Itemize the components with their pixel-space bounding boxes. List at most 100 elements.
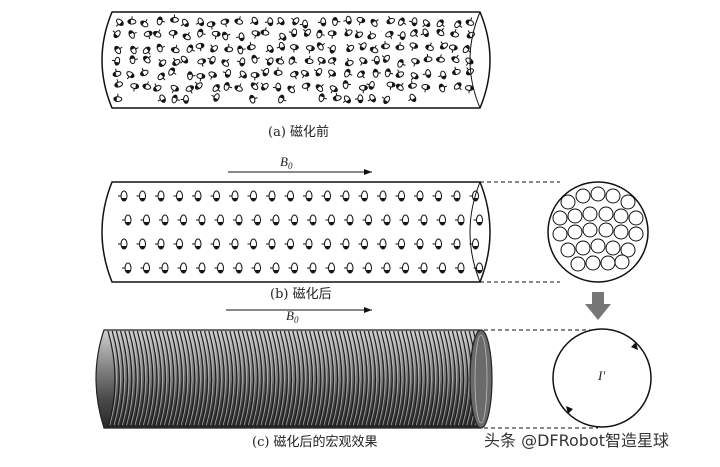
random-current-loop xyxy=(273,67,283,76)
random-current-loop xyxy=(142,46,151,55)
random-current-loop xyxy=(156,43,166,53)
random-current-loop xyxy=(395,82,404,91)
random-current-loop xyxy=(265,57,274,66)
aligned-current-loop xyxy=(229,238,239,250)
random-current-loop xyxy=(436,54,445,63)
random-current-loop xyxy=(143,55,152,64)
random-current-loop xyxy=(421,84,431,93)
aligned-current-loop xyxy=(247,190,257,202)
random-current-loop xyxy=(186,44,195,53)
random-current-loop xyxy=(313,67,323,77)
random-current-loop xyxy=(358,84,368,94)
random-current-loop xyxy=(234,83,243,92)
random-current-loop xyxy=(208,71,218,80)
aligned-current-loop xyxy=(377,238,387,250)
random-current-loop xyxy=(369,44,379,54)
random-current-loop xyxy=(465,57,474,66)
random-current-loop xyxy=(250,82,259,91)
cross-section-loop xyxy=(585,255,601,271)
cross-section-loop xyxy=(575,240,591,256)
aligned-current-loop xyxy=(395,238,405,250)
random-current-loop xyxy=(397,31,406,41)
aligned-current-loop xyxy=(177,214,187,226)
random-current-loop xyxy=(288,28,298,38)
random-current-loop xyxy=(327,57,337,66)
random-current-loop xyxy=(462,45,471,54)
aligned-current-loop xyxy=(418,262,428,274)
random-current-loop xyxy=(275,56,285,65)
random-current-loop xyxy=(111,56,121,66)
random-current-loop xyxy=(395,69,405,78)
cross-section-loop xyxy=(552,226,568,242)
surface-current-loop xyxy=(552,328,652,428)
aligned-current-loop xyxy=(381,214,391,226)
random-current-loop xyxy=(438,70,447,80)
random-current-loop xyxy=(410,29,419,38)
random-current-loop xyxy=(411,58,420,67)
aligned-current-loop xyxy=(358,238,368,250)
random-current-loop xyxy=(386,81,396,91)
cross-section-loop xyxy=(575,188,591,204)
aligned-current-loop xyxy=(303,238,313,250)
aligned-current-loop xyxy=(196,262,206,274)
random-current-loop xyxy=(195,17,205,27)
aligned-current-loop xyxy=(266,190,276,202)
aligned-current-loop xyxy=(381,262,391,274)
cylinder-after-magnetization xyxy=(101,181,491,283)
watermark-text: 头条 @DFRobot智造星球 xyxy=(484,431,669,450)
random-current-loop xyxy=(236,32,245,42)
random-current-loop xyxy=(140,67,149,77)
random-current-loop xyxy=(452,66,461,76)
random-molecular-currents xyxy=(111,14,475,105)
field-arrow-c xyxy=(226,307,372,313)
random-current-loop xyxy=(367,31,377,40)
random-current-loop xyxy=(128,30,137,39)
aligned-current-loop xyxy=(340,190,350,202)
random-current-loop xyxy=(157,94,166,103)
random-current-loop xyxy=(410,72,419,81)
random-current-loop xyxy=(299,19,309,29)
random-current-loop xyxy=(210,44,219,53)
cross-section-loop xyxy=(590,186,606,202)
random-current-loop xyxy=(236,57,246,67)
random-current-loop xyxy=(305,45,315,54)
cross-section-loop xyxy=(605,188,621,204)
random-current-loop xyxy=(316,29,325,39)
random-current-loop xyxy=(289,44,299,53)
aligned-current-loop xyxy=(303,190,313,202)
random-current-loop xyxy=(288,56,297,65)
random-current-loop xyxy=(301,82,311,91)
random-current-loop xyxy=(113,93,123,103)
aligned-current-loop xyxy=(307,214,317,226)
random-current-loop xyxy=(408,80,417,89)
random-current-loop xyxy=(342,80,352,90)
cross-section-loop xyxy=(620,242,636,258)
cross-section-loop xyxy=(613,208,629,224)
aligned-current-loop xyxy=(358,190,368,202)
random-current-loop xyxy=(385,30,394,40)
caption-a: (a) 磁化前 xyxy=(268,124,329,140)
aligned-current-loop xyxy=(455,214,465,226)
coil-end-face xyxy=(469,329,493,429)
random-current-loop xyxy=(223,81,233,91)
random-current-loop xyxy=(332,17,341,26)
aligned-current-loop xyxy=(362,262,372,274)
aligned-current-loop xyxy=(229,190,239,202)
random-current-loop xyxy=(129,55,138,65)
random-current-loop xyxy=(194,81,203,90)
cross-section-loop xyxy=(567,224,583,240)
random-current-loop xyxy=(317,17,327,27)
aligned-current-loop xyxy=(307,262,317,274)
aligned-current-loop xyxy=(432,190,442,202)
cylinder-b-body xyxy=(101,181,491,283)
random-current-loop xyxy=(168,67,177,76)
cross-section-loop xyxy=(582,222,598,238)
random-current-loop xyxy=(130,83,140,92)
aligned-current-loop xyxy=(192,190,202,202)
aligned-current-loop xyxy=(325,214,335,226)
projection-lines-surface-current xyxy=(484,329,598,429)
aligned-current-loop xyxy=(270,262,280,274)
aligned-current-loop xyxy=(177,262,187,274)
random-current-loop xyxy=(367,94,376,103)
